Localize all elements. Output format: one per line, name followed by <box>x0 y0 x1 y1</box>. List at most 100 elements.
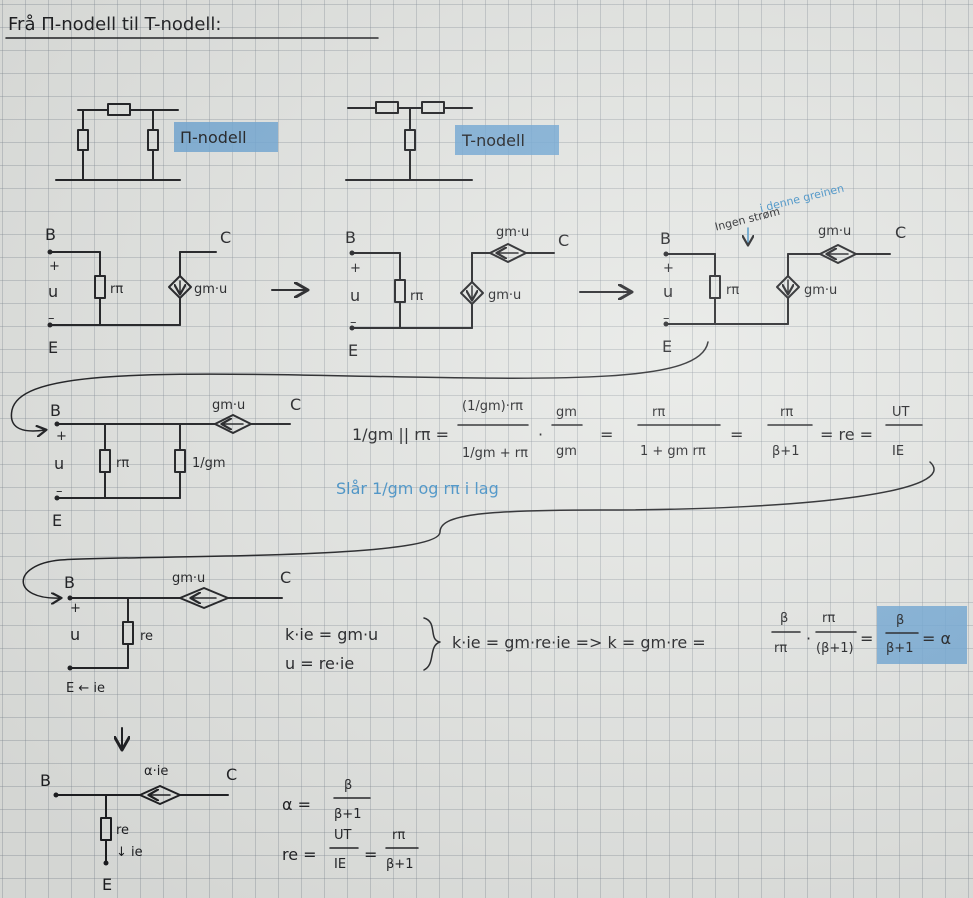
circuit-1-pi: B C + u – E rπ gm·u <box>45 225 231 357</box>
svg-text:C: C <box>290 395 301 414</box>
alpha-result-highlight <box>877 606 967 664</box>
circuit-4: B C gm·u + u – E rπ 1/gm <box>50 395 301 530</box>
svg-text:β: β <box>780 611 788 626</box>
svg-text:–: – <box>663 311 670 326</box>
svg-text:·: · <box>538 425 543 444</box>
svg-text:+: + <box>70 601 81 616</box>
svg-text:u: u <box>48 282 58 301</box>
svg-text:β+1: β+1 <box>334 807 361 822</box>
svg-text:C: C <box>895 223 906 242</box>
svg-text:(1/gm)·rπ: (1/gm)·rπ <box>462 399 523 414</box>
node-e-label: E <box>48 338 58 357</box>
svg-text:B: B <box>660 229 671 248</box>
svg-text:B: B <box>40 771 51 790</box>
node-c-label: C <box>220 228 231 247</box>
svg-text:UT: UT <box>892 405 910 420</box>
svg-text:+: + <box>49 259 60 274</box>
svg-text:= α: = α <box>922 629 951 648</box>
alpha-result: β β+1 = α <box>885 613 951 656</box>
svg-text:C: C <box>280 568 291 587</box>
circuit-3: B C gm·u Ingen strøm i denne greinen + u… <box>660 182 906 356</box>
svg-text:β+1: β+1 <box>886 641 913 656</box>
flow-curve-2 <box>22 461 935 598</box>
svg-text:rπ: rπ <box>780 405 793 420</box>
svg-text:rπ: rπ <box>116 456 129 471</box>
svg-text:1/gm || rπ =: 1/gm || rπ = <box>352 425 449 444</box>
svg-text:1/gm + rπ: 1/gm + rπ <box>462 446 528 461</box>
svg-text:=: = <box>364 845 377 864</box>
svg-text:u: u <box>663 282 673 301</box>
svg-text:β+1: β+1 <box>386 857 413 872</box>
node-b-label: B <box>45 225 56 244</box>
svg-text:rπ: rπ <box>110 282 123 297</box>
svg-text:re: re <box>140 629 153 644</box>
svg-text:IE: IE <box>334 857 346 872</box>
svg-text:=: = <box>600 425 613 444</box>
flow-curve-1 <box>10 341 709 431</box>
pi-model-diagram <box>55 103 181 181</box>
svg-text:B: B <box>345 228 356 247</box>
svg-text:B: B <box>64 573 75 592</box>
svg-text:β: β <box>344 778 352 793</box>
t-model-label: T-nodell <box>461 131 525 150</box>
svg-text:gm·u: gm·u <box>172 571 205 586</box>
svg-text:·: · <box>806 629 811 648</box>
svg-text:rπ: rπ <box>410 289 423 304</box>
combine-note: Slår 1/gm og rπ i lag <box>336 479 499 498</box>
svg-text:+: + <box>663 261 674 276</box>
final-equations: α = β β+1 re = UT IE = rπ β+1 <box>282 778 419 872</box>
svg-text:C: C <box>558 231 569 250</box>
svg-text:β: β <box>896 613 904 628</box>
svg-text:–: – <box>56 484 63 499</box>
t-model-diagram <box>345 101 473 181</box>
svg-text:UT: UT <box>334 828 352 843</box>
svg-text:+: + <box>350 261 361 276</box>
svg-text:=: = <box>730 425 743 444</box>
svg-text:gm·u: gm·u <box>194 282 227 297</box>
svg-text:rπ: rπ <box>822 611 835 626</box>
svg-text:gm·u: gm·u <box>496 225 529 240</box>
circuit-6-t-model: B C α·ie re ↓ ie E <box>40 764 237 894</box>
svg-text:B: B <box>50 401 61 420</box>
svg-text:rπ: rπ <box>774 641 787 656</box>
svg-text:gm: gm <box>556 405 577 420</box>
svg-text:gm·u: gm·u <box>488 288 521 303</box>
pi-model-label: Π-nodell <box>180 128 247 147</box>
alpha-derivation: k·ie = gm·u u = re·ie k·ie = gm·re·ie =>… <box>285 611 873 673</box>
svg-text:α =: α = <box>282 795 311 814</box>
svg-text:rπ: rπ <box>392 828 405 843</box>
svg-text:C: C <box>226 765 237 784</box>
svg-text:u: u <box>54 454 64 473</box>
svg-text:re: re <box>116 823 129 838</box>
svg-text:= re =: = re = <box>820 425 873 444</box>
svg-text:E: E <box>52 511 62 530</box>
svg-text:rπ: rπ <box>726 283 739 298</box>
svg-text:u = re·ie: u = re·ie <box>285 654 354 673</box>
svg-text:E ← ie: E ← ie <box>66 681 105 696</box>
svg-text:gm·u: gm·u <box>818 224 851 239</box>
svg-text:E: E <box>348 341 358 360</box>
svg-text:E: E <box>662 337 672 356</box>
svg-text:1/gm: 1/gm <box>192 456 226 471</box>
svg-text:k·ie = gm·re·ie => k = gm·re =: k·ie = gm·re·ie => k = gm·re = <box>452 633 706 652</box>
svg-text:gm: gm <box>556 444 577 459</box>
svg-text:Frå Π-nodell til T-nodell:: Frå Π-nodell til T-nodell: <box>8 14 221 35</box>
svg-text:–: – <box>48 311 55 326</box>
svg-text:gm·u: gm·u <box>212 398 245 413</box>
t-label-highlight <box>455 125 559 155</box>
svg-text:u: u <box>350 286 360 305</box>
svg-text:α·ie: α·ie <box>144 764 168 779</box>
svg-text:↓ ie: ↓ ie <box>116 845 143 860</box>
svg-text:k·ie = gm·u: k·ie = gm·u <box>285 625 378 644</box>
circuit-2: B C gm·u + u – E rπ gm·u <box>345 225 569 360</box>
svg-text:re =: re = <box>282 845 317 864</box>
svg-text:+: + <box>56 429 67 444</box>
svg-text:=: = <box>860 629 873 648</box>
pi-label-highlight <box>174 122 278 152</box>
svg-text:IE: IE <box>892 444 904 459</box>
parallel-equation: 1/gm || rπ = (1/gm)·rπ 1/gm + rπ · gm gm… <box>352 399 923 461</box>
svg-text:E: E <box>102 875 112 894</box>
svg-text:i denne greinen: i denne greinen <box>758 182 845 216</box>
